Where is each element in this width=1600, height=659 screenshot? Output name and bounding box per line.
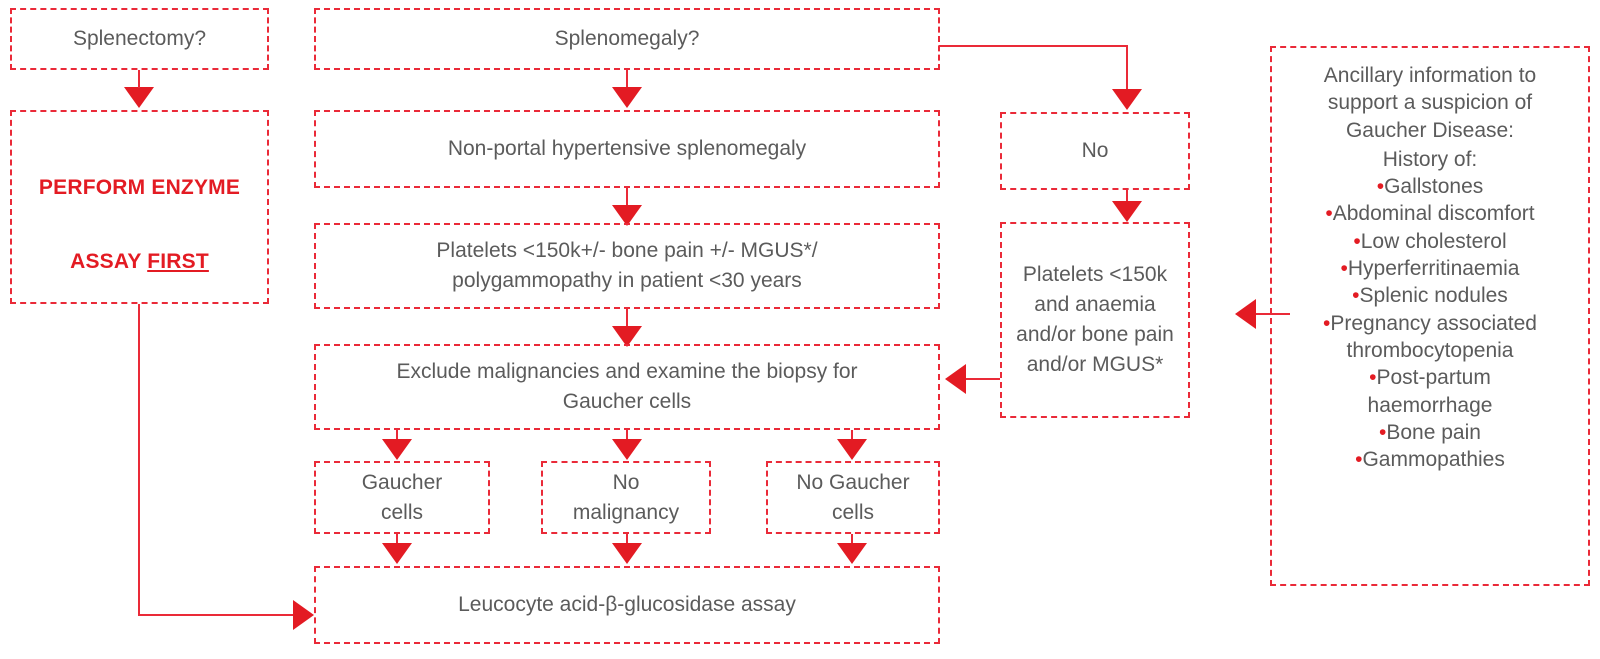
panel-ancillary-information[interactable]: Ancillary information to support a suspi… bbox=[1270, 46, 1590, 586]
connector-assay-to-final-vertical bbox=[138, 304, 140, 616]
connector-ancillary-to-platelets-anaemia bbox=[1256, 313, 1290, 315]
node-splenomegaly[interactable]: Splenomegaly? bbox=[314, 8, 940, 70]
node-final-assay[interactable]: Leucocyte acid-β-glucosidase assay bbox=[314, 566, 940, 644]
node-perform-enzyme-assay[interactable]: PERFORM ENZYME ASSAY FIRST bbox=[10, 110, 269, 304]
node-outcome-no-gaucher-cells[interactable]: No Gaucher cells bbox=[766, 461, 940, 534]
list-item: •Low cholesterol bbox=[1282, 228, 1578, 255]
list-item-label: Abdominal discomfort bbox=[1332, 202, 1535, 226]
node-non-portal-splenomegaly-label: Non-portal hypertensive splenomegaly bbox=[447, 137, 807, 161]
arrow-gaucher-cells-to-final bbox=[382, 543, 412, 564]
arrow-ancillary-to-platelets-anaemia bbox=[1235, 299, 1256, 329]
arrow-no-to-platelets-anaemia bbox=[1112, 201, 1142, 222]
node-no-label: No bbox=[1081, 139, 1109, 163]
connector-gaucher-cells-to-final bbox=[396, 534, 398, 544]
connector-no-down bbox=[1126, 190, 1128, 202]
connector-splenomegaly-to-no-horizontal bbox=[939, 45, 1128, 47]
bullet-icon: • bbox=[1369, 366, 1377, 390]
node-splenectomy[interactable]: Splenectomy? bbox=[10, 8, 269, 70]
list-item-label: Gallstones bbox=[1384, 175, 1484, 199]
node-splenomegaly-label: Splenomegaly? bbox=[554, 27, 700, 51]
node-perform-enzyme-assay-label: PERFORM ENZYME ASSAY FIRST bbox=[20, 134, 259, 281]
arrow-exclude-to-no-gaucher-cells bbox=[837, 439, 867, 460]
arrow-splenectomy-to-assay bbox=[124, 87, 154, 108]
assay-line-2-prefix: ASSAY bbox=[70, 249, 148, 273]
assay-line-2-underlined: FIRST bbox=[147, 249, 209, 273]
arrow-exclude-to-gaucher-cells bbox=[382, 439, 412, 460]
node-platelets-criteria[interactable]: Platelets <150k+/- bone pain +/- MGUS*/ … bbox=[314, 223, 940, 309]
connector-splenomegaly-to-no-vertical bbox=[1126, 45, 1128, 90]
arrow-nonportal-to-platelets bbox=[612, 205, 642, 226]
list-item: •Splenic nodules bbox=[1282, 282, 1578, 309]
arrow-no-malignancy-to-final bbox=[612, 543, 642, 564]
bullet-icon: • bbox=[1376, 175, 1385, 199]
connector-platelets-down bbox=[626, 309, 628, 327]
bullet-icon: • bbox=[1353, 229, 1361, 253]
list-item-label: Pregnancy associated thrombocytopenia bbox=[1330, 311, 1537, 362]
list-item: •Pregnancy associated thrombocytopenia bbox=[1282, 310, 1578, 365]
panel-ancillary-heading: Ancillary information to support a suspi… bbox=[1323, 64, 1537, 142]
connector-nonportal-down bbox=[626, 188, 628, 206]
bullet-icon: • bbox=[1355, 448, 1363, 472]
node-outcome-no-malignancy[interactable]: No malignancy bbox=[541, 461, 711, 534]
node-outcome-no-malignancy-label: No malignancy bbox=[572, 470, 680, 524]
list-item: •Hyperferritinaemia bbox=[1282, 255, 1578, 282]
node-outcome-gaucher-cells-label: Gaucher cells bbox=[361, 470, 443, 524]
node-outcome-no-gaucher-cells-label: No Gaucher cells bbox=[796, 470, 910, 524]
bullet-icon: • bbox=[1325, 202, 1333, 226]
node-platelets-anaemia[interactable]: Platelets <150k and anaemia and/or bone … bbox=[1000, 222, 1190, 418]
connector-exclude-to-gaucher-cells bbox=[396, 430, 398, 440]
list-item: •Post-partum haemorrhage bbox=[1282, 364, 1578, 419]
arrow-assay-to-final bbox=[293, 600, 314, 630]
connector-splenectomy-to-assay bbox=[138, 70, 140, 88]
list-item-label: Post-partum haemorrhage bbox=[1367, 366, 1493, 417]
list-item: •Gammopathies bbox=[1282, 446, 1578, 473]
list-item-label: Gammopathies bbox=[1362, 448, 1505, 472]
arrow-platelets-to-exclude bbox=[612, 326, 642, 347]
list-item: •Abdominal discomfort bbox=[1282, 200, 1578, 227]
assay-line-1: PERFORM ENZYME bbox=[38, 176, 241, 200]
arrow-splenomegaly-to-no bbox=[1112, 89, 1142, 110]
panel-ancillary-subheading: History of: bbox=[1382, 147, 1478, 171]
panel-ancillary-list: •Gallstones •Abdominal discomfort •Low c… bbox=[1282, 173, 1578, 473]
connector-exclude-to-no-malignancy bbox=[626, 430, 628, 440]
node-exclude-malignancies-label: Exclude malignancies and examine the bio… bbox=[396, 360, 858, 413]
bullet-icon: • bbox=[1340, 257, 1348, 281]
arrow-no-gaucher-cells-to-final bbox=[837, 543, 867, 564]
connector-exclude-to-no-gaucher-cells bbox=[851, 430, 853, 440]
connector-platelets-anaemia-to-exclude bbox=[966, 378, 1000, 380]
node-no[interactable]: No bbox=[1000, 112, 1190, 190]
list-item-label: Hyperferritinaemia bbox=[1347, 257, 1520, 281]
node-outcome-gaucher-cells[interactable]: Gaucher cells bbox=[314, 461, 490, 534]
bullet-icon: • bbox=[1352, 284, 1360, 308]
node-non-portal-splenomegaly[interactable]: Non-portal hypertensive splenomegaly bbox=[314, 110, 940, 188]
list-item-label: Low cholesterol bbox=[1360, 229, 1507, 253]
list-item-label: Splenic nodules bbox=[1359, 284, 1508, 308]
connector-no-malignancy-to-final bbox=[626, 534, 628, 544]
connector-splenomegaly-down bbox=[626, 70, 628, 88]
bullet-icon: • bbox=[1379, 420, 1387, 444]
arrow-splenomegaly-to-nonportal bbox=[612, 87, 642, 108]
list-item: •Gallstones bbox=[1282, 173, 1578, 200]
node-exclude-malignancies[interactable]: Exclude malignancies and examine the bio… bbox=[314, 344, 940, 430]
node-final-assay-label: Leucocyte acid-β-glucosidase assay bbox=[458, 593, 796, 617]
connector-no-gaucher-cells-to-final bbox=[851, 534, 853, 544]
list-item-label: Bone pain bbox=[1386, 420, 1481, 444]
node-platelets-anaemia-label: Platelets <150k and anaemia and/or bone … bbox=[1016, 263, 1174, 376]
connector-assay-to-final-horizontal bbox=[138, 614, 296, 616]
bullet-icon: • bbox=[1323, 311, 1331, 335]
arrow-platelets-anaemia-to-exclude bbox=[945, 364, 966, 394]
node-platelets-criteria-label: Platelets <150k+/- bone pain +/- MGUS*/ … bbox=[436, 239, 818, 292]
list-item: •Bone pain bbox=[1282, 419, 1578, 446]
arrow-exclude-to-no-malignancy bbox=[612, 439, 642, 460]
node-splenectomy-label: Splenectomy? bbox=[72, 27, 207, 51]
